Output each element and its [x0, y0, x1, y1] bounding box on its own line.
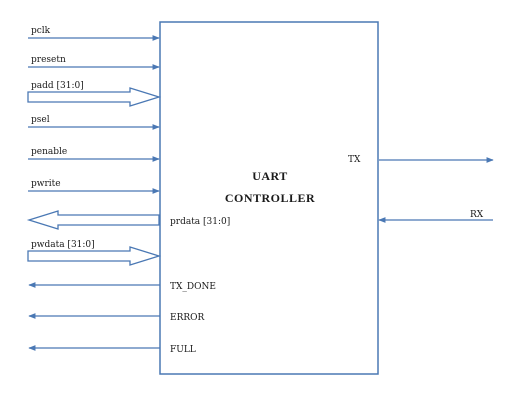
pwrite-label: pwrite	[31, 179, 61, 189]
tx-done-label: TX_DONE	[170, 282, 216, 292]
error-label: ERROR	[170, 313, 205, 323]
pwdata-bus-arrow	[27, 246, 162, 266]
pwdata-label: pwdata [31:0]	[31, 240, 95, 250]
presetn-label: presetn	[31, 55, 66, 65]
full-label: FULL	[170, 345, 196, 355]
prdata-label: prdata [31:0]	[170, 217, 230, 227]
block-title-line2: CONTROLLER	[225, 191, 315, 205]
tx-label: TX	[348, 155, 361, 165]
rx-label: RX	[470, 210, 484, 220]
penable-label: penable	[31, 147, 67, 157]
pclk-label: pclk	[31, 26, 51, 36]
padd-label: padd [31:0]	[31, 81, 84, 91]
psel-label: psel	[31, 115, 50, 125]
prdata-bus-arrow	[26, 210, 160, 230]
padd-bus-arrow	[27, 87, 162, 107]
block-title-line1: UART	[252, 169, 288, 183]
uart-controller-block	[159, 21, 379, 375]
